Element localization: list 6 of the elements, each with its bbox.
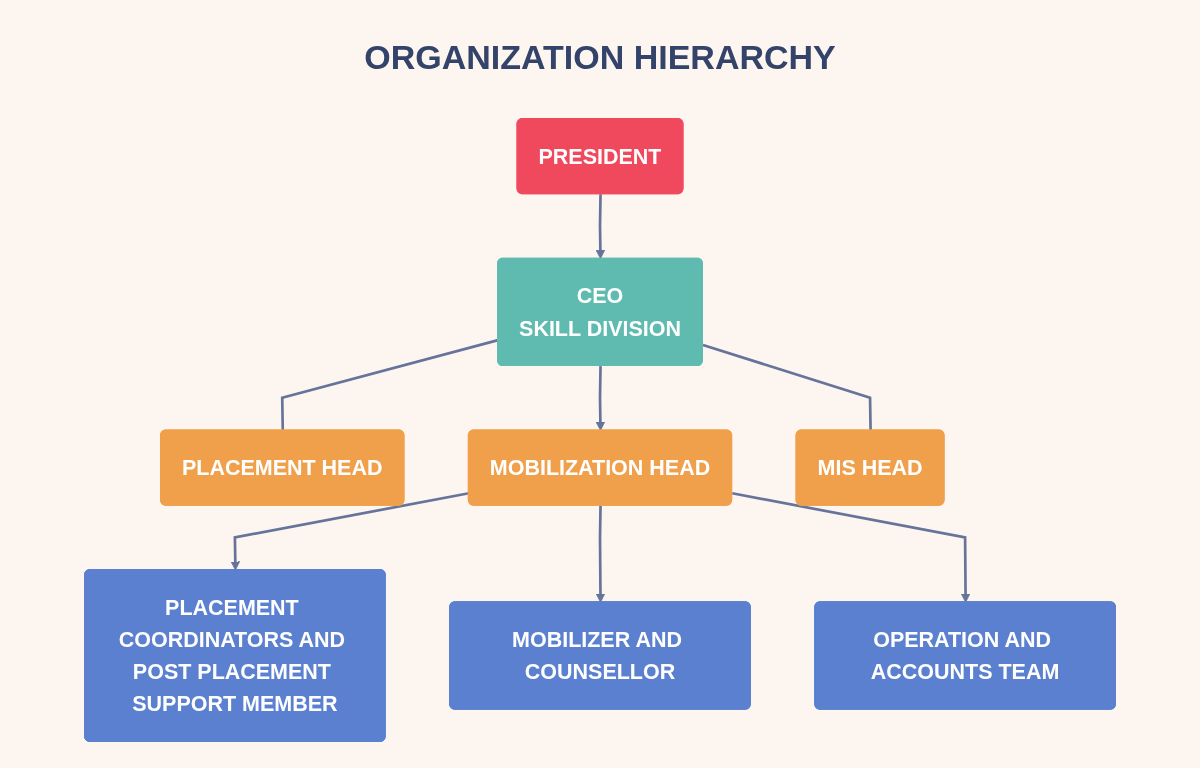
connector [702, 343, 872, 431]
arrow [731, 491, 971, 603]
arrow [595, 505, 606, 603]
arrow [595, 194, 606, 260]
diagram-title: ORGANIZATION HIERARCHY [364, 38, 836, 77]
arrow [595, 366, 606, 431]
